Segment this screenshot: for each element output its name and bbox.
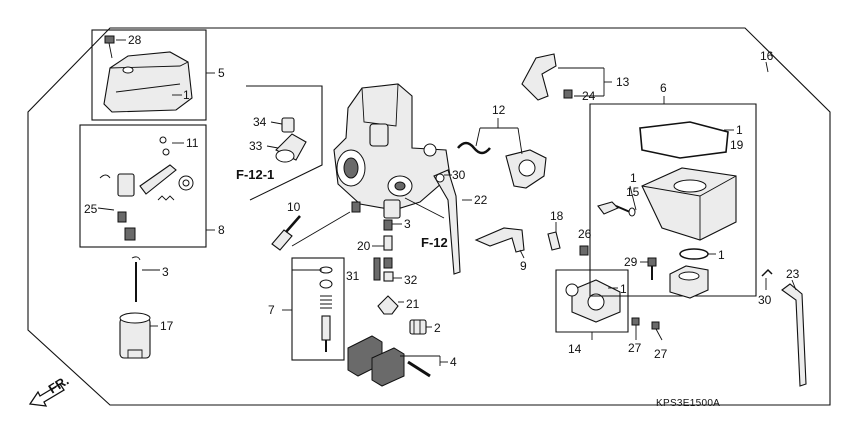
callout-6: 6 — [660, 81, 667, 95]
throttle-linkage — [99, 136, 194, 241]
callout-2: 2 — [434, 321, 441, 335]
jet-needle — [131, 256, 141, 302]
callout-13: 13 — [616, 75, 630, 89]
screw-26 — [579, 245, 589, 256]
needle-jet-set — [319, 266, 333, 352]
ref-f12-1: F-12-1 — [236, 167, 274, 182]
float-chamber-gasket — [639, 121, 729, 159]
callout-8: 8 — [218, 223, 225, 237]
callout-34: 34 — [253, 115, 267, 129]
callout-22: 22 — [474, 193, 488, 207]
drain-tube-23 — [781, 283, 807, 387]
callout-12: 12 — [492, 103, 506, 117]
callout-32: 32 — [404, 273, 418, 287]
assembly-boundary — [27, 27, 831, 406]
callout-1-gasket: 1 — [736, 123, 743, 137]
pump-cover — [565, 279, 621, 323]
callout-3-mid: 3 — [404, 217, 411, 231]
float-chamber — [641, 167, 737, 241]
clip-18 — [547, 231, 561, 251]
chamber-oring — [679, 248, 709, 260]
callout-20: 20 — [357, 239, 371, 253]
reference-box-f12-1 — [246, 85, 323, 201]
bolt-29 — [647, 257, 657, 280]
throttle-bracket — [474, 227, 525, 253]
float-set — [347, 335, 431, 387]
callout-31: 31 — [346, 269, 360, 283]
callout-25: 25 — [84, 202, 98, 216]
callout-4: 4 — [450, 355, 457, 369]
drain-screw — [409, 319, 427, 335]
callout-11: 11 — [186, 136, 199, 150]
group-box-8 — [79, 124, 207, 248]
pilot-screw — [271, 211, 351, 251]
carburetor-body — [333, 83, 451, 219]
group-box-7 — [291, 257, 345, 361]
callout-21: 21 — [406, 297, 420, 311]
top-cover — [103, 51, 193, 113]
callout-33: 33 — [249, 139, 263, 153]
callout-3: 3 — [162, 265, 169, 279]
clip-30-right — [761, 268, 773, 277]
callout-9: 9 — [520, 259, 527, 273]
intake-joint-33 — [275, 117, 307, 163]
callout-27-b: 27 — [654, 347, 668, 361]
callout-15: 15 — [626, 185, 640, 199]
callout-17: 17 — [160, 319, 174, 333]
screws-27 — [631, 317, 660, 330]
front-direction-arrow: FR. — [28, 373, 71, 407]
callout-24: 24 — [582, 89, 596, 103]
callout-28: 28 — [128, 33, 142, 47]
callout-1-oring: 1 — [718, 248, 725, 262]
group-box-14 — [555, 269, 629, 333]
cable-bracket — [521, 53, 573, 101]
vacuum-piston — [119, 312, 151, 359]
callout-30-right: 30 — [758, 293, 772, 307]
callout-5: 5 — [218, 66, 225, 80]
callout-1-top: 1 — [183, 88, 190, 102]
vent-tube-22 — [433, 169, 461, 275]
callout-1-cover: 1 — [620, 282, 627, 296]
callout-27-a: 27 — [628, 341, 642, 355]
callout-10: 10 — [287, 200, 301, 214]
throttle-drum-spring — [457, 141, 547, 189]
ref-f12: F-12 — [421, 235, 448, 250]
callout-29: 29 — [624, 255, 638, 269]
callout-16: 16 — [760, 49, 774, 63]
group-box-6 — [589, 103, 757, 297]
callout-30-mid: 30 — [452, 168, 466, 182]
group-box-5 — [91, 29, 207, 121]
callout-26: 26 — [578, 227, 592, 241]
diagram-code: KPS3E1500A — [656, 398, 720, 409]
callout-19: 19 — [730, 138, 744, 152]
callout-14: 14 — [568, 342, 582, 356]
callout-23: 23 — [786, 267, 800, 281]
bolt-28 — [104, 35, 115, 59]
callout-1-bolt: 1 — [630, 171, 637, 185]
callout-7: 7 — [268, 303, 275, 317]
drain-plug — [669, 265, 709, 299]
main-jet-stack — [373, 219, 399, 315]
callout-18: 18 — [550, 209, 564, 223]
chamber-screw-15 — [597, 201, 636, 217]
